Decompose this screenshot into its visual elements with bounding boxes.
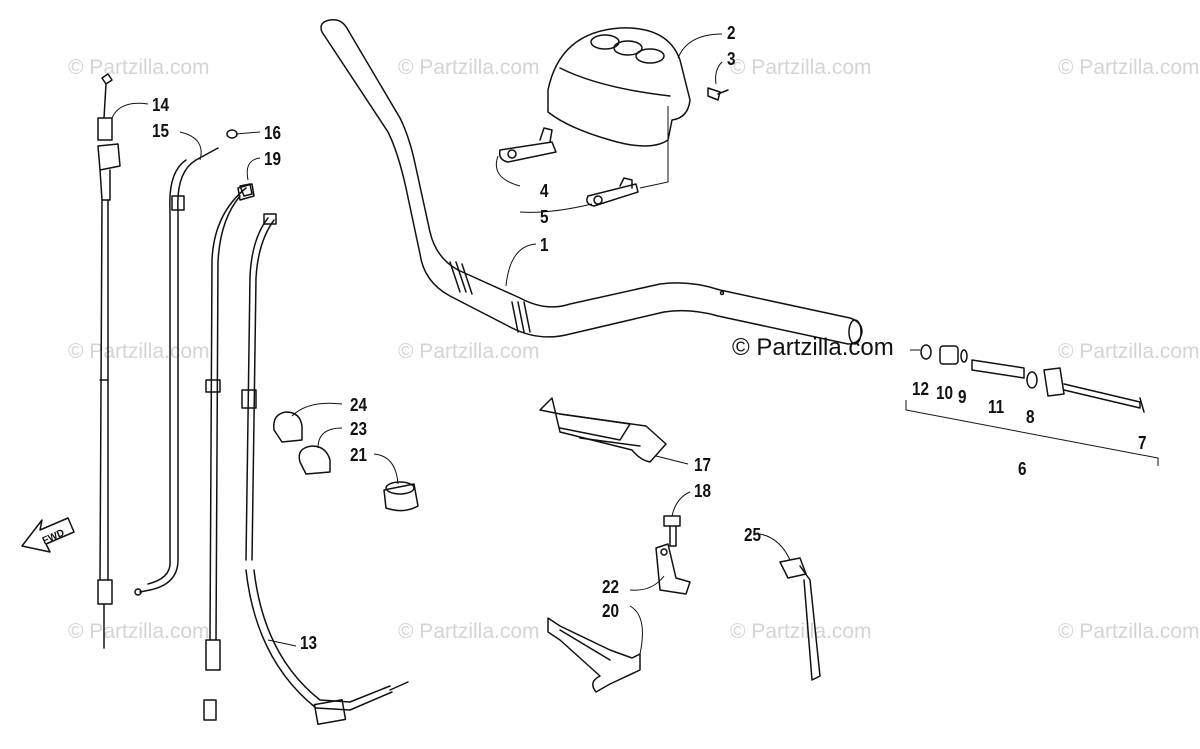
callout-16: 16 — [264, 123, 282, 143]
callout-5: 5 — [540, 207, 549, 227]
callout-15: 15 — [152, 121, 170, 141]
handlebar — [320, 18, 863, 345]
bracket-upper — [498, 127, 557, 163]
callout-20: 20 — [602, 601, 620, 621]
watermark: © Partzilla.com — [68, 340, 210, 363]
bolt — [663, 515, 681, 547]
watermark-main: © Partzilla.com — [732, 334, 894, 361]
callout-8: 8 — [1026, 407, 1035, 427]
callout-4: 4 — [540, 181, 549, 201]
throttle-cable — [97, 73, 121, 649]
bar-end-weight — [1043, 367, 1065, 397]
watermark: © Partzilla.com — [730, 56, 872, 79]
bracket-plate — [547, 617, 641, 693]
callout-9: 9 — [958, 387, 967, 407]
callout-2: 2 — [727, 23, 736, 43]
callout-14: 14 — [152, 95, 170, 115]
clamp-21 — [383, 481, 419, 512]
cable-guide — [539, 397, 667, 463]
bracket-lower — [586, 177, 639, 207]
callout-12: 12 — [912, 379, 930, 399]
callout-13: 13 — [300, 633, 318, 653]
spacer-12 — [920, 344, 932, 360]
screw — [707, 87, 729, 101]
callout-3: 3 — [727, 49, 736, 69]
callout-24: 24 — [350, 395, 368, 415]
callout-23: 23 — [350, 419, 368, 439]
callout-18: 18 — [694, 481, 712, 501]
watermark: © Partzilla.com — [1058, 56, 1200, 79]
leader-lines — [111, 33, 920, 655]
handlebar-cover — [547, 27, 691, 147]
washer-8 — [1026, 371, 1038, 389]
clamp-23 — [298, 445, 331, 475]
watermark: © Partzilla.com — [398, 620, 540, 643]
assembly-bracket-line — [905, 400, 1159, 466]
watermark: © Partzilla.com — [68, 56, 210, 79]
cable-end-cap — [226, 129, 238, 139]
bolt-7 — [1063, 383, 1145, 413]
parking-brake-cable — [241, 213, 409, 726]
watermark: © Partzilla.com — [1058, 340, 1200, 363]
watermark: © Partzilla.com — [1058, 620, 1200, 643]
sleeve-11 — [971, 359, 1025, 379]
fwd-arrow: FWD — [21, 517, 75, 553]
callout-22: 22 — [602, 577, 620, 597]
clamp-24 — [273, 411, 303, 443]
callout-10: 10 — [936, 383, 954, 403]
callout-21: 21 — [350, 445, 368, 465]
brake-cable — [203, 183, 253, 721]
mounting-bracket — [655, 543, 691, 595]
watermark: © Partzilla.com — [730, 620, 872, 643]
washer-9 — [960, 349, 968, 363]
choke-cable — [134, 147, 219, 596]
watermark: © Partzilla.com — [398, 340, 540, 363]
callout-19: 19 — [264, 149, 282, 169]
callout-17: 17 — [694, 455, 712, 475]
callout-7: 7 — [1138, 433, 1147, 453]
callout-6: 6 — [1018, 459, 1027, 479]
cable-end — [237, 183, 255, 201]
fwd-label: FWD — [41, 528, 66, 547]
watermark: © Partzilla.com — [398, 56, 540, 79]
callout-25: 25 — [744, 525, 762, 545]
dipstick — [779, 557, 821, 681]
callout-11: 11 — [988, 397, 1005, 417]
callout-1: 1 — [540, 235, 549, 255]
bushing-10 — [939, 345, 959, 365]
